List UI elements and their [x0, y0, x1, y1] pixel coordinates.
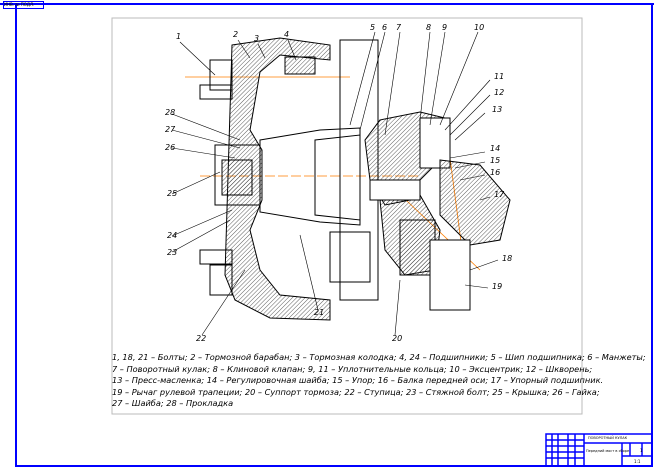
legend-line: 19 – Рычаг рулевой трапеции; 20 – Суппор… — [112, 386, 600, 397]
callout-1: 1 — [176, 32, 182, 41]
callout-8: 8 — [426, 23, 432, 32]
callout-13: 13 — [492, 105, 503, 114]
title-block-name: Передний мост в сборе — [586, 449, 630, 453]
callout-21: 21 — [314, 308, 325, 317]
callout-26: 26 — [165, 143, 176, 152]
legend-line: 27 – Шайба; 28 – Прокладка — [112, 398, 234, 409]
callout-19: 19 — [492, 282, 503, 291]
callout-20: 20 — [392, 334, 403, 343]
legend-line: 13 – Пресс-масленка; 14 – Регулировочная… — [112, 375, 604, 386]
callout-12: 12 — [494, 88, 505, 97]
callout-4: 4 — [284, 30, 290, 39]
leader-lines — [171, 31, 499, 336]
callout-16: 16 — [490, 168, 501, 177]
callout-14: 14 — [490, 144, 501, 153]
callout-5: 5 — [370, 23, 376, 32]
callout-10: 10 — [474, 23, 485, 32]
callout-7: 7 — [396, 23, 402, 32]
title-block-scale: 1:1 — [634, 459, 641, 464]
callout-23: 23 — [167, 248, 178, 257]
callout-3: 3 — [254, 34, 260, 43]
title-block-title: ПОВОРОТНЫЙ КУЛАК — [588, 436, 628, 440]
callout-15: 15 — [490, 156, 501, 165]
legend-line: 1, 18, 21 – Болты; 2 – Тормозной барабан… — [112, 352, 646, 362]
callout-18: 18 — [502, 254, 513, 263]
viewport-border — [111, 17, 583, 415]
hub-drum — [199, 37, 379, 321]
callout-22: 22 — [196, 334, 207, 343]
title-block-sheet: 1 — [640, 448, 643, 453]
legend-line: 7 – Поворотный кулак; 8 – Клиновой клапа… — [112, 363, 593, 374]
archive-stamp: ИНВ. № ПОДЛ. — [3, 1, 44, 9]
callout-27: 27 — [165, 125, 176, 134]
title-block — [545, 433, 653, 467]
steering-knuckle — [364, 111, 511, 311]
callout-25: 25 — [167, 189, 178, 198]
callout-24: 24 — [167, 231, 178, 240]
callout-28: 28 — [165, 108, 176, 117]
callout-9: 9 — [442, 23, 448, 32]
callout-6: 6 — [382, 23, 388, 32]
callout-2: 2 — [233, 30, 239, 39]
callout-11: 11 — [494, 72, 505, 81]
parts-legend: 1, 18, 21 – Болты; 2 – Тормозной барабан… — [112, 352, 646, 410]
callout-17: 17 — [494, 190, 505, 199]
